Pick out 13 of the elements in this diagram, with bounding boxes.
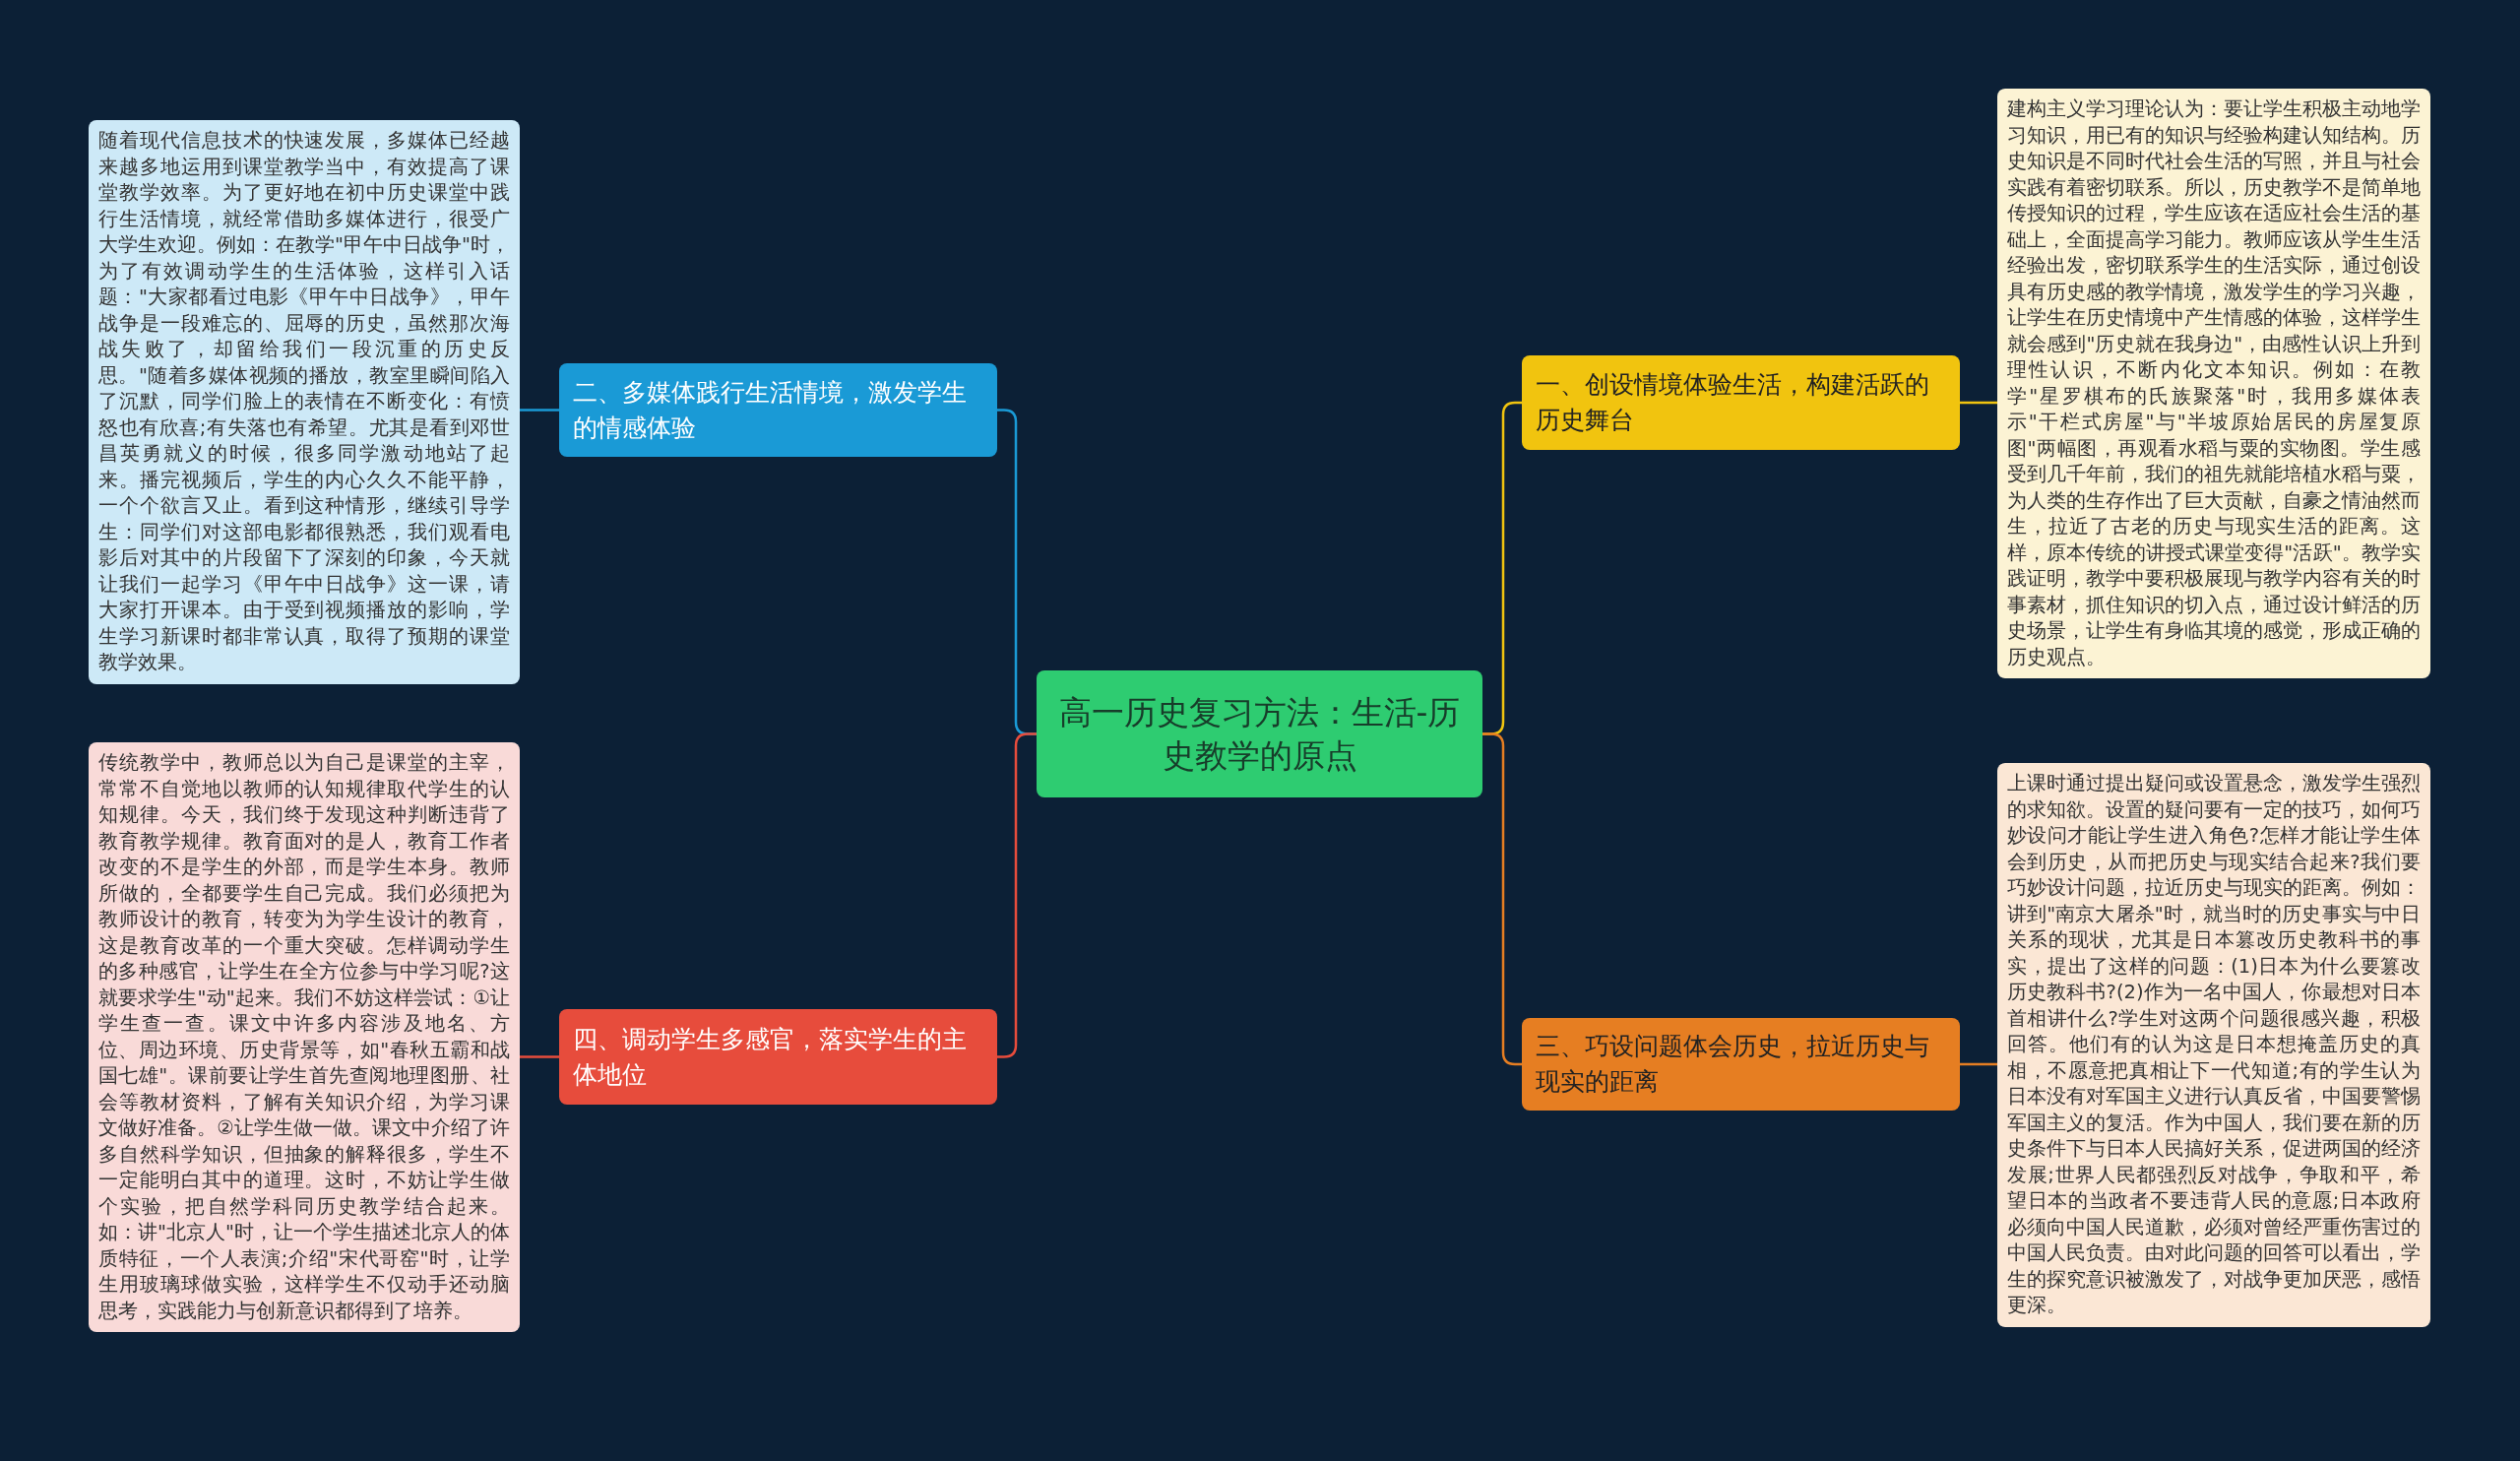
connector-line <box>520 1055 559 1058</box>
connector-line <box>1960 401 1997 405</box>
branch-topic: 三、巧设问题体会历史，拉近历史与现实的距离 <box>1522 1018 1960 1111</box>
branch-topic: 二、多媒体践行生活情境，激发学生的情感体验 <box>559 363 997 457</box>
detail-note: 传统教学中，教师总以为自己是课堂的主宰，常常不自觉地以教师的认知规律取代学生的认知规律。今天，我们终于发现这种判断违背了教育教学规律。教育面对的是人，教育工作者改变的不是学生的外部，而是学生本身。教师所做的，全都要学生自己完成。我们必须把为教师设计的教育，转变为为学生设计的教育，这是教育改革的一个重大突破。怎样调动学生的多种感官，让学生在全方位参与中学习呢?这就要求学生"动"起来。我们不妨这样尝试：①让学生查一查。课文中许多内容涉及地名、方位、周边环境、历史背景等，如"春秋五霸和战国七雄"。课前要让学生首先查阅地理图册、社会等教材资料，了解有关知识介绍，为学习课文做好准备。②让学生做一做。课文中介绍了许多自然科学知识，但抽象的解释很多，学生不一定能明白其中的道理。这时，不妨让学生做个实验，把自然学科同历史教学结合起来。如：讲"北京人"时，让一个学生描述北京人的体质特征，一个人表演;介绍"宋代哥窑"时，让学生用玻璃球做实验，这样学生不仅动手还动脑思考，实践能力与创新意识都得到了培养。 <box>89 742 520 1332</box>
central-topic: 高一历史复习方法：生活-历史教学的原点 <box>1037 670 1482 797</box>
connector-line <box>520 409 559 412</box>
detail-note: 上课时通过提出疑问或设置悬念，激发学生强烈的求知欲。设置的疑问要有一定的技巧，如何巧妙设问才能让学生进入角色?怎样才能让学生体会到历史，从而把历史与现实结合起来?我们要巧妙设计问题，拉近历史与现实的距离。例如：讲到"南京大屠杀"时，就当时的历史事实与中日关系的现状，尤其是日本篡改历史教科书的事实，提出了这样的问题：(1)日本为什么要篡改历史教科书?(2)作为一名中国人，你最想对日本首相讲什么?学生对这两个问题很感兴趣，积极回答。他们有的认为这是日本想掩盖历史的真相，不愿意把真相让下一代知道;有的学生认为日本没有对军国主义进行认真反省，中国要警惕军国主义的复活。作为中国人，我们要在新的历史条件下与日本人民搞好关系，促进两国的经济发展;世界人民都强烈反对战争，争取和平，希望日本的当政者不要违背人民的意愿;日本政府必须向中国人民道歉，必须对曾经严重伤害过的中国人民负责。由对此问题的回答可以看出，学生的探究意识被激发了，对战争更加厌恶，感悟更深。 <box>1997 763 2430 1327</box>
detail-note: 随着现代信息技术的快速发展，多媒体已经越来越多地运用到课堂教学当中，有效提高了课堂教学效率。为了更好地在初中历史课堂中践行生活情境，就经常借助多媒体进行，很受广大学生欢迎。例如：在教学"甲午中日战争"时，为了有效调动学生的生活体验，这样引入话题："大家都看过电影《甲午中日战争》，甲午战争是一段难忘的、屈辱的历史，虽然那次海战失败了，却留给我们一段沉重的历史反思。"随着多媒体视频的播放，教室里瞬间陷入了沉默，同学们脸上的表情在不断变化：有愤怒也有欣喜;有失落也有希望。尤其是看到邓世昌英勇就义的时候，很多同学激动地站了起来。播完视频后，学生的内心久久不能平静，一个个欲言又止。看到这种情形，继续引导学生：同学们对这部电影都很熟悉，我们观看电影后对其中的片段留下了深刻的印象，今天就让我们一起学习《甲午中日战争》这一课，请大家打开课本。由于受到视频播放的影响，学生学习新课时都非常认真，取得了预期的课堂教学效果。 <box>89 120 520 684</box>
detail-note: 建构主义学习理论认为：要让学生积极主动地学习知识，用已有的知识与经验构建认知结构。历史知识是不同时代社会生活的写照，并且与社会实践有着密切联系。所以，历史教学不是简单地传授知识的过程，学生应该在适应社会生活的基础上，全面提高学习能力。教师应该从学生生活经验出发，密切联系学生的生活实际，通过创设具有历史感的教学情境，激发学生的学习兴趣，让学生在历史情境中产生情感的体验，这样学生就会感到"历史就在我身边"，由感性认识上升到理性认识，不断内化文本知识。例如：在教学"星罗棋布的氏族聚落"时，我用多媒体表示"干栏式房屋"与"半坡原始居民的房屋复原图"两幅图，再观看水稻与粟的实物图。学生感受到几千年前，我们的祖先就能培植水稻与粟，为人类的生存作出了巨大贡献，自豪之情油然而生，拉近了古老的历史与现实生活的距离。这样，原本传统的讲授式课堂变得"活跃"。教学实践证明，教学中要积极展现与教学内容有关的时事素材，抓住知识的切入点，通过设计鲜活的历史场景，让学生有身临其境的感觉，形成正确的历史观点。 <box>1997 89 2430 678</box>
branch-topic: 四、调动学生多感官，落实学生的主体地位 <box>559 1009 997 1105</box>
branch-topic: 一、创设情境体验生活，构建活跃的历史舞台 <box>1522 355 1960 450</box>
connector-line <box>1960 1062 1997 1066</box>
